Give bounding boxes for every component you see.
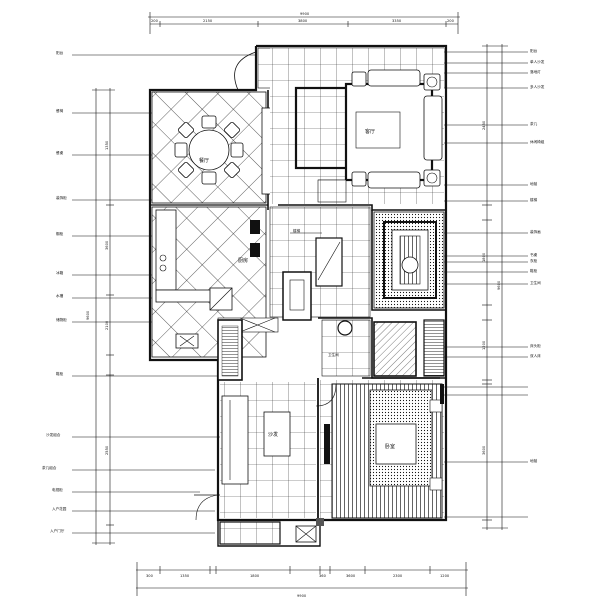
left-labels: 阳台 餐椅 餐桌 装饰柜 橱柜 冰箱 水槽 储物柜 鞋柜 沙发组合 茶几组合 电…: [42, 50, 67, 533]
top-dimension-segments: 200 2150 3800 3350 200: [151, 19, 455, 23]
kitchen: 厨房: [151, 206, 267, 358]
label-entry-garden: 入户花园: [52, 506, 67, 511]
label-sofa-set: 沙发组合: [46, 432, 61, 437]
shoe-rack: [423, 319, 445, 377]
label-tea-table-set: 茶几组合: [42, 465, 57, 470]
svg-text:200: 200: [447, 19, 455, 23]
svg-text:1800: 1800: [250, 574, 260, 578]
svg-text:1350: 1350: [105, 140, 109, 150]
left-leader-lines: [72, 54, 262, 534]
label-tea-table: 茶几: [530, 121, 538, 126]
label-sink: 水槽: [56, 293, 64, 298]
label-tv-cabinet: 电视柜: [52, 487, 63, 492]
room-label-living: 客厅: [365, 128, 375, 135]
closet: 卫生间: [321, 319, 445, 377]
bottom-dimension: [136, 562, 468, 596]
right-labels: 阳台 单人沙发 落地灯 多人沙发 茶几 休闲椅组 地毯 楼梯 装饰画 书桌 衣柜…: [530, 48, 545, 463]
svg-text:1350: 1350: [180, 574, 190, 578]
dining-table: [188, 129, 230, 171]
dining-chairs: [174, 115, 244, 185]
label-r-carpet: 地毯: [530, 458, 538, 463]
label-multi-sofa: 多人沙发: [530, 84, 545, 89]
svg-text:200: 200: [151, 19, 159, 23]
room-label-dining: 餐厅: [199, 157, 209, 164]
label-double-bed: 双人床: [530, 353, 541, 358]
svg-text:3800: 3800: [298, 19, 308, 23]
bottom-dimension-segments: 300 1350 1800 360 3600 2300 1200: [146, 574, 450, 578]
bedroom: 卧室: [315, 380, 444, 526]
label-r-toilet: 卫生间: [530, 280, 541, 285]
right-dimension-total: 9600: [497, 280, 501, 290]
top-dimension: [148, 12, 460, 34]
label-stairs: 楼梯: [530, 197, 538, 202]
floor-lamp-icon: [426, 76, 438, 88]
toilet-icon: [337, 320, 353, 336]
wardrobe: [373, 321, 417, 377]
label-wardrobe: 衣柜: [530, 258, 538, 263]
label-desk: 书桌: [530, 252, 538, 257]
room-label-toilet: 卫生间: [328, 352, 339, 357]
room-label-kitchen: 厨房: [238, 257, 248, 264]
study-table: [401, 256, 419, 274]
label-shoe-cabinet: 鞋柜: [56, 371, 64, 376]
room-label-sofa: 沙发: [268, 431, 278, 438]
label-dining-table: 餐桌: [56, 150, 64, 155]
svg-text:2300: 2300: [393, 574, 403, 578]
svg-text:300: 300: [146, 574, 154, 578]
study: [373, 211, 445, 309]
dining-room: 餐厅: [151, 91, 273, 204]
right-dimension: [482, 44, 508, 530]
label-balcony: 阳台: [56, 50, 64, 55]
svg-text:1200: 1200: [482, 340, 486, 350]
left-dimension-segments: 1350 3600 2100 2550: [105, 140, 109, 455]
right-leader-lines: [430, 51, 528, 518]
room-label-stairs: 楼梯: [293, 228, 301, 233]
label-storage: 储物柜: [56, 317, 67, 322]
label-cupboard: 橱柜: [56, 231, 64, 236]
left-dimension: [92, 88, 115, 545]
svg-text:3600: 3600: [346, 574, 356, 578]
label-floor-lamp: 落地灯: [530, 69, 541, 74]
counter: [155, 209, 177, 291]
label-carpet: 地毯: [530, 181, 538, 186]
top-dimension-total: 9900: [300, 12, 310, 16]
tv-unit: [324, 424, 330, 464]
svg-text:1200: 1200: [440, 574, 450, 578]
label-decor-painting: 装饰画: [530, 229, 541, 234]
label-dining-chair: 餐椅: [56, 108, 64, 113]
svg-text:2550: 2550: [105, 445, 109, 455]
label-nightstand: 床头柜: [530, 343, 541, 348]
left-dimension-total: 9600: [86, 310, 90, 320]
cooktop-2: [250, 243, 260, 257]
bedroom-door-swing: [315, 383, 337, 407]
svg-text:1800: 1800: [482, 252, 486, 262]
room-label-bedroom: 卧室: [385, 443, 395, 450]
tea-table: [263, 411, 291, 457]
label-display-cabinet: 装饰柜: [56, 195, 67, 200]
sofa: [221, 395, 249, 485]
svg-text:3350: 3350: [392, 19, 402, 23]
entry-door-swing: [195, 494, 219, 521]
label-fridge: 冰箱: [56, 270, 64, 275]
svg-text:2150: 2150: [203, 19, 213, 23]
svg-text:360: 360: [319, 574, 327, 578]
label-lounge-chairs: 休闲椅组: [530, 139, 545, 144]
svg-text:2100: 2100: [105, 320, 109, 330]
coffee-table: [355, 111, 401, 149]
svg-text:3600: 3600: [105, 240, 109, 250]
label-armchair: 单人沙发: [530, 59, 545, 64]
bottom-dimension-total: 9900: [297, 594, 307, 598]
label-r-balcony: 阳台: [530, 48, 538, 53]
svg-text:3600: 3600: [482, 445, 486, 455]
living-sofas: [351, 69, 443, 189]
right-dimension-segments: 2450 1800 1200 3600: [482, 120, 486, 455]
cooktop-1: [250, 220, 260, 234]
label-entry-hall: 入户门厅: [50, 528, 65, 533]
sofa-area: 沙发: [194, 382, 317, 545]
living-room: 客厅: [270, 48, 444, 204]
study-rug: [383, 221, 437, 299]
label-r-shoe-cabinet: 鞋柜: [530, 268, 538, 273]
